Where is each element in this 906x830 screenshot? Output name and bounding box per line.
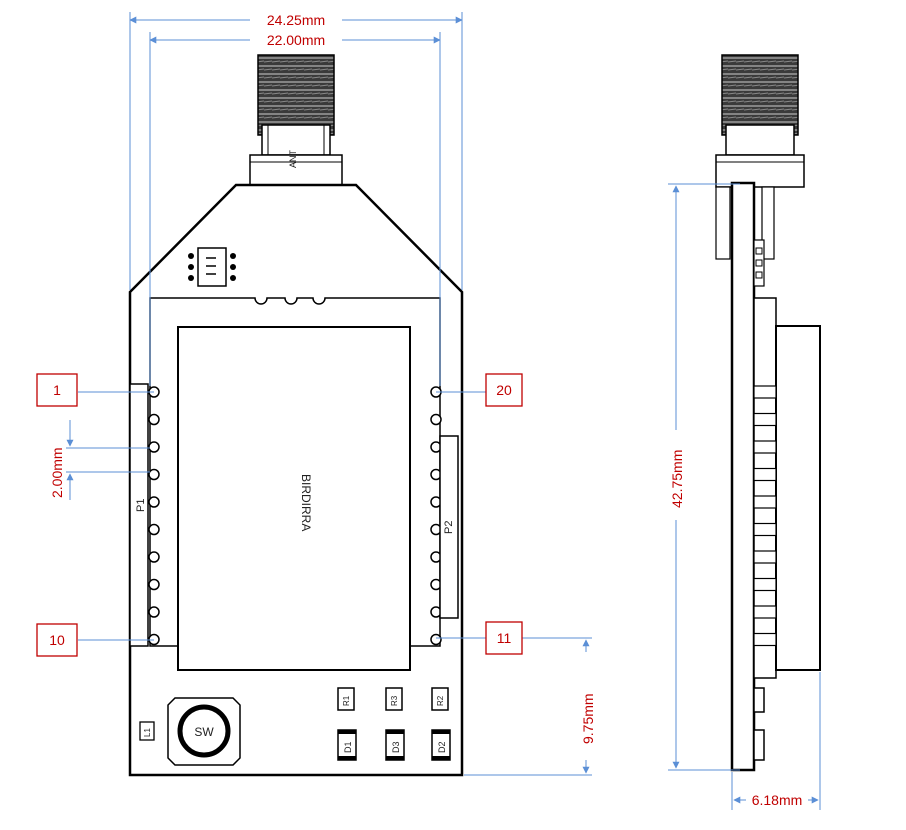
side-pin	[753, 440, 777, 454]
header-p2-label: P2	[443, 521, 455, 534]
dimension-labels-side: 42.75mm 6.18mm	[669, 450, 802, 808]
side-pin	[753, 495, 777, 509]
side-pin	[753, 385, 777, 399]
castellations-left	[148, 386, 160, 646]
d1-label: D1	[343, 741, 353, 753]
header-p1-label: P1	[135, 499, 147, 512]
diodes: D1 D3 D2	[337, 729, 451, 761]
castellated-pad	[148, 441, 160, 453]
castellated-pad	[430, 413, 442, 426]
l1-label: L1	[143, 728, 152, 737]
castellated-pad	[148, 413, 160, 426]
chip-label: BIRDIRRA	[299, 474, 313, 531]
dimension-lines-front	[66, 12, 592, 776]
tactile-switch: SW	[167, 697, 241, 766]
castellated-pad	[148, 551, 160, 563]
side-view	[715, 54, 821, 772]
dimension-labels-front: 24.25mm 22.00mm 2.00mm 9.75mm	[49, 12, 596, 744]
antenna-label: ANT	[288, 149, 298, 168]
dim-bottom-offset: 9.75mm	[580, 693, 596, 744]
side-pin	[753, 522, 777, 537]
dim-pin-span: 22.00mm	[267, 32, 325, 48]
front-view: ANT BIRDIRRA P1 P2	[128, 54, 464, 777]
dimension-lines-side	[668, 183, 821, 810]
castellations-right	[430, 386, 442, 646]
side-pin	[753, 632, 777, 647]
regulator-ic	[188, 247, 236, 287]
side-pin	[753, 412, 777, 427]
castellated-pad	[148, 578, 160, 591]
side-pin	[753, 467, 777, 482]
pin-1-label: 1	[53, 382, 61, 398]
module-outline	[149, 297, 441, 647]
r2-label: R2	[436, 695, 445, 706]
pin-labels: 1 10 20 11	[36, 373, 523, 657]
castellated-pad	[430, 633, 442, 646]
header-p1	[129, 383, 149, 647]
side-pin	[753, 605, 777, 619]
castellated-pad	[148, 496, 160, 508]
pin-11-label: 11	[497, 630, 512, 646]
header-p2	[439, 435, 459, 619]
castellated-pad	[148, 523, 160, 536]
castellated-pad	[148, 606, 160, 618]
chip-body	[177, 326, 411, 671]
pcb-side	[730, 181, 756, 772]
d2-label: D2	[437, 741, 447, 753]
d3-label: D3	[391, 741, 401, 753]
dim-depth: 6.18mm	[752, 792, 803, 808]
resistors: R1 R3 R2	[337, 687, 449, 711]
side-header-pins	[753, 385, 777, 647]
dim-total-width: 24.25mm	[267, 12, 325, 28]
dim-pin-pitch: 2.00mm	[49, 447, 65, 498]
pin-10-label: 10	[49, 632, 65, 648]
switch-label: SW	[194, 725, 214, 739]
pin-20-label: 20	[496, 382, 512, 398]
castellated-pad	[148, 468, 160, 481]
side-pin	[753, 550, 777, 564]
r3-label: R3	[390, 695, 399, 706]
r1-label: R1	[342, 695, 351, 706]
dim-height: 42.75mm	[669, 450, 685, 508]
side-pin	[753, 577, 777, 592]
